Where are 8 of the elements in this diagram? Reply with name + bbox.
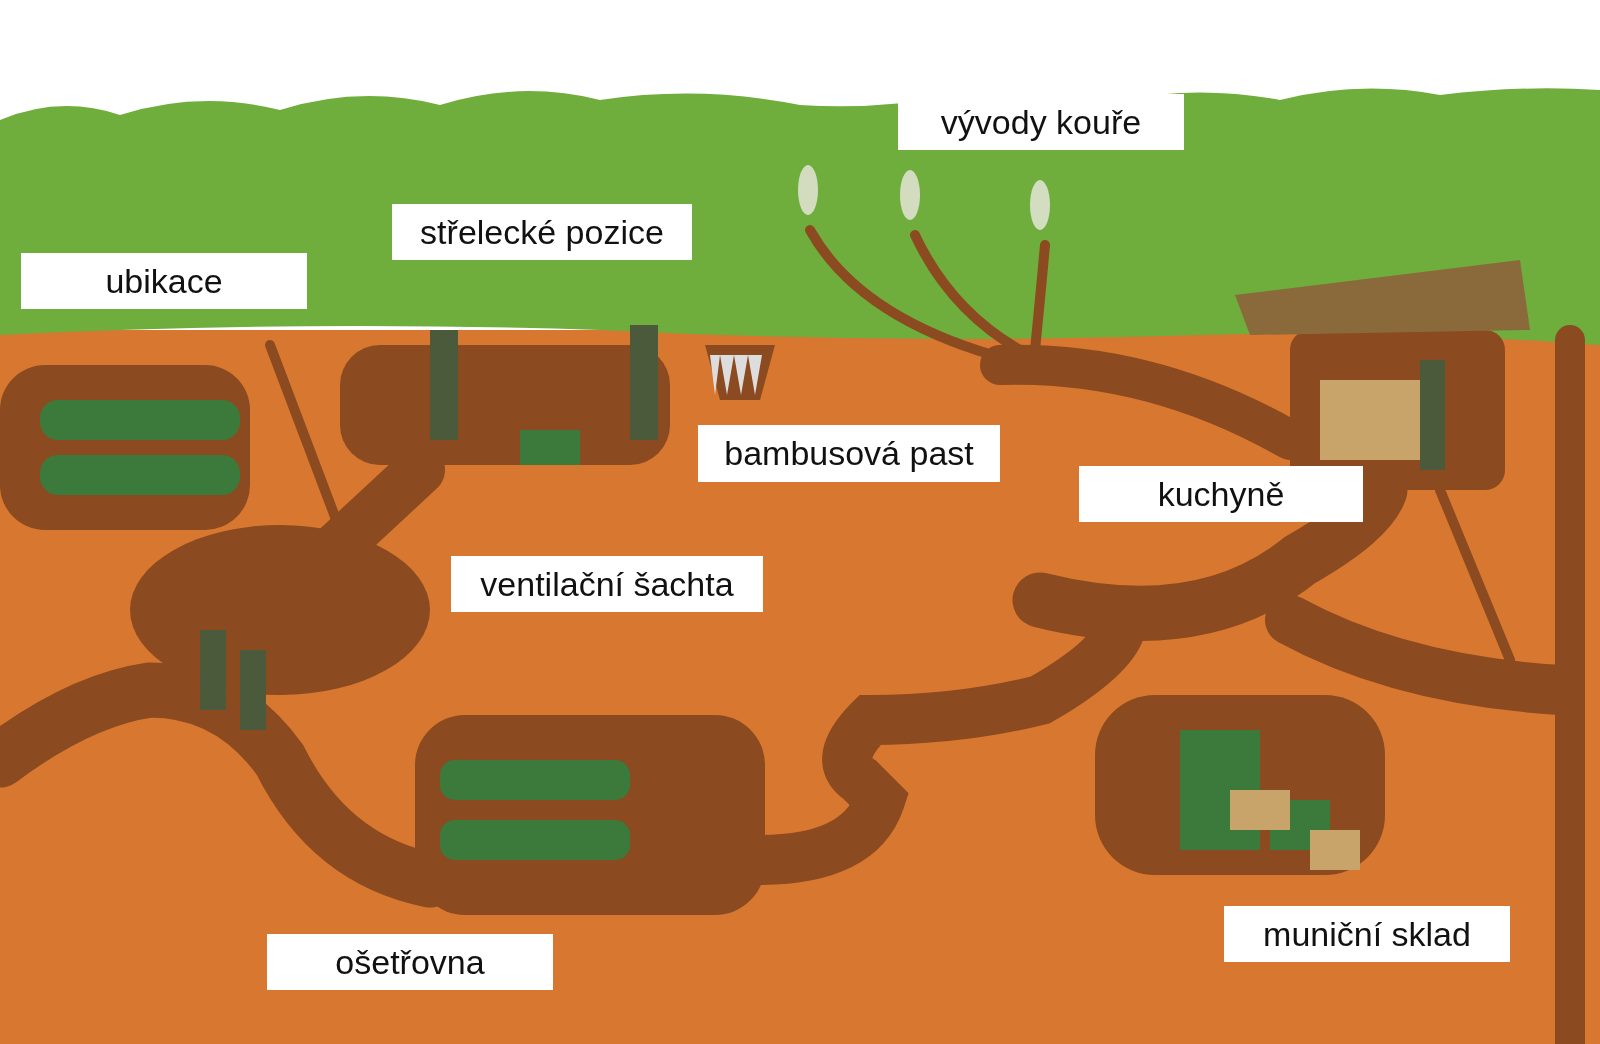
- part-label: ošetřovna: [267, 934, 553, 990]
- part-label: střelecké pozice: [392, 204, 692, 260]
- part-label: vývody kouře: [898, 94, 1184, 150]
- part-label: ventilační šachta: [451, 556, 763, 612]
- part-label: bambusová past: [698, 425, 1000, 482]
- part-label: muniční sklad: [1224, 906, 1510, 962]
- part-label: ubikace: [21, 253, 307, 309]
- part-label: kuchyně: [1079, 466, 1363, 522]
